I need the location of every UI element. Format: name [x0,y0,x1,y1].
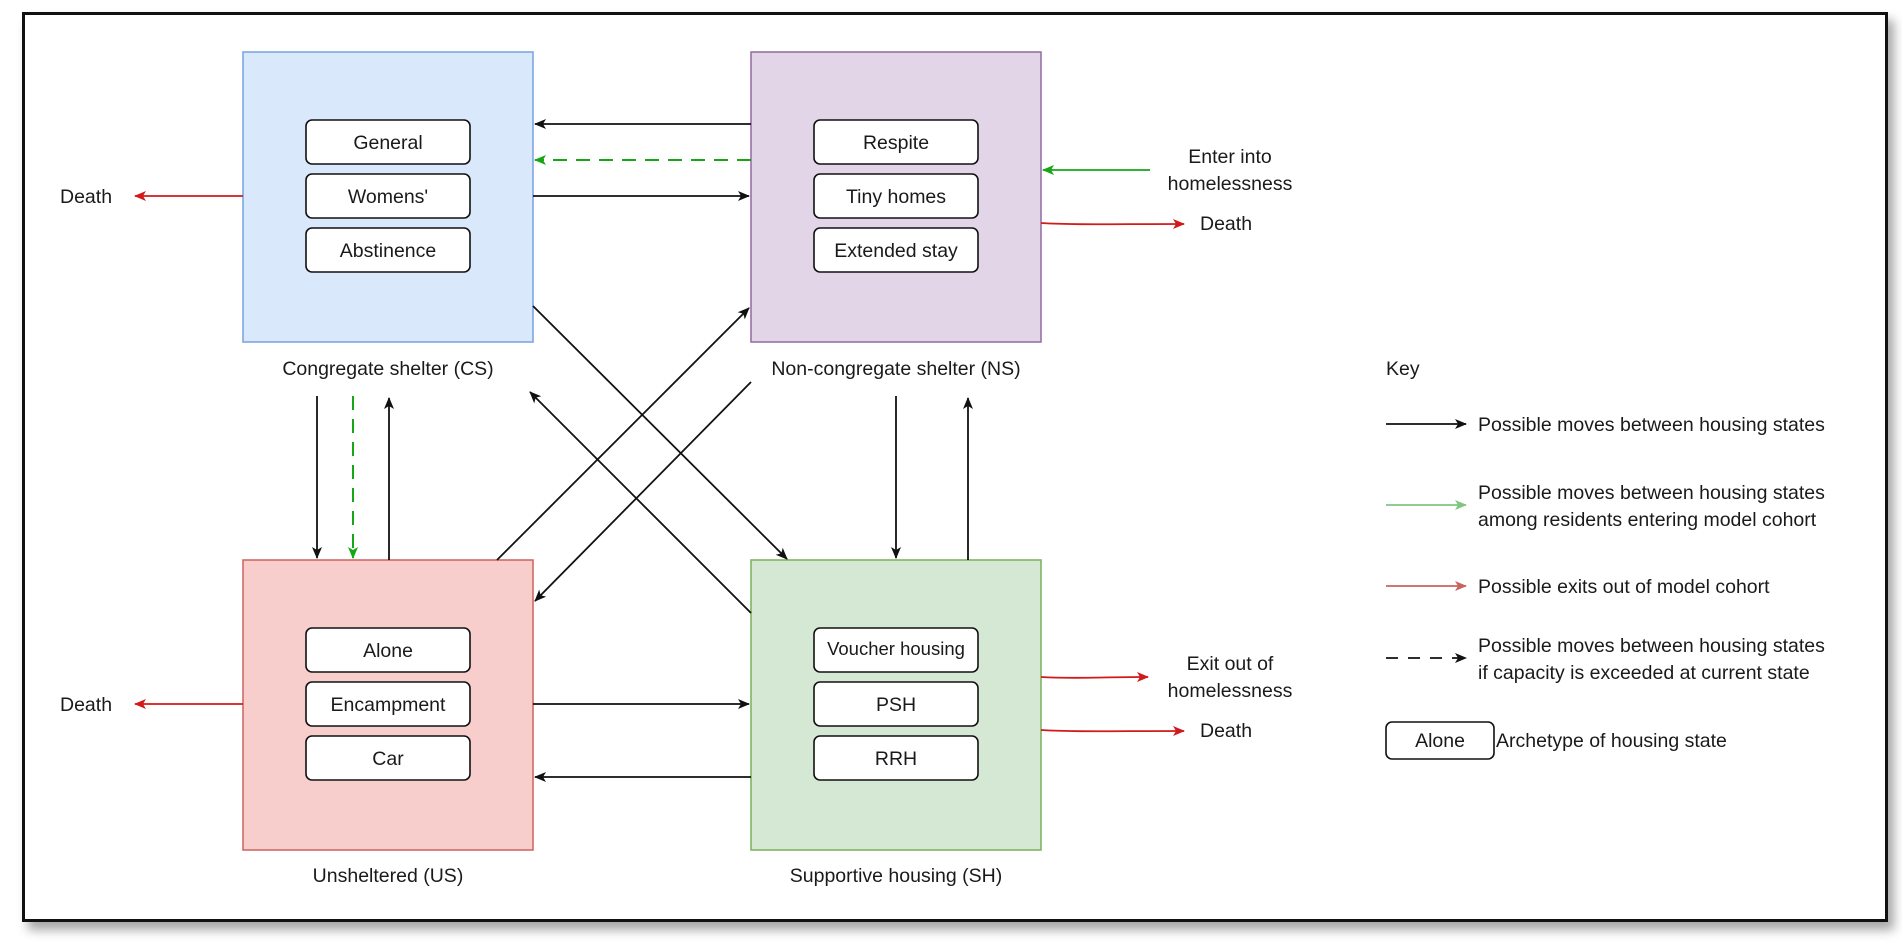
legend-label-red: Possible exits out of model cohort [1478,576,1770,598]
legend-archetype-label: Archetype of housing state [1496,730,1727,752]
arrow-ns-to-us [534,381,752,602]
arrow-cs-to-sh [532,305,788,560]
enter-homelessness-label: Enter into [1188,146,1272,168]
archetype-box [813,119,979,165]
death-label-ns: Death [1200,213,1252,235]
archetype-label: Voucher housing [827,638,965,659]
archetype-box [305,681,471,727]
archetype-label: Extended stay [834,240,958,262]
archetype-box [305,119,471,165]
archetype-box [813,681,979,727]
legend: Key Possible moves between housing state… [1385,358,1825,760]
death-label-cs: Death [60,186,112,208]
death-label-sh: Death [1200,720,1252,742]
arrow-sh-exit [1040,672,1149,683]
archetype-label: Abstinence [340,240,436,262]
archetype-box [813,627,979,673]
archetype-box [305,627,471,673]
arrow-ns-death [1040,219,1185,230]
external-flows [134,165,1185,737]
legend-label-green: Possible moves between housing states [1478,482,1825,504]
transition-arrows [312,119,973,782]
archetype-label: Alone [363,640,413,662]
archetype-label: RRH [875,748,917,770]
archetype-box [813,173,979,219]
archetype-label: Respite [863,132,929,154]
state-cs: General Womens' Abstinence Congregate sh… [242,51,534,380]
state-cs-label: Congregate shelter (CS) [282,358,493,380]
legend-label-black: Possible moves between housing states [1478,414,1825,436]
arrow-sh-death [1040,726,1185,737]
state-ns-label: Non-congregate shelter (NS) [771,358,1020,380]
death-label-us: Death [60,694,112,716]
archetype-box [813,227,979,273]
archetype-box [305,227,471,273]
legend-label-green-line2: among residents entering model cohort [1478,509,1817,531]
archetype-label: Tiny homes [846,186,946,208]
archetype-label: Encampment [331,694,446,716]
archetype-box [305,173,471,219]
state-ns: Respite Tiny homes Extended stay Non-con… [750,51,1042,380]
legend-archetype-sample: Alone [1415,730,1465,752]
exit-homelessness-label-line2: homelessness [1168,680,1293,702]
state-sh: Voucher housing PSH RRH Supportive housi… [750,559,1042,887]
legend-title: Key [1386,358,1420,380]
legend-label-dashed-line2: if capacity is exceeded at current state [1478,662,1810,684]
external-labels: Death Death Enter into homelessness Deat… [60,146,1293,742]
legend-label-dashed: Possible moves between housing states [1478,635,1825,657]
state-sh-label: Supportive housing (SH) [790,865,1002,887]
state-us: Alone Encampment Car Unsheltered (US) [242,559,534,887]
state-us-label: Unsheltered (US) [313,865,464,887]
enter-homelessness-label-line2: homelessness [1168,173,1293,195]
archetype-label: Car [372,748,404,770]
exit-homelessness-label: Exit out of [1187,653,1274,675]
legend-archetype-swatch [1385,721,1495,760]
archetype-box [305,735,471,781]
archetype-label: Womens' [348,186,428,208]
arrow-us-to-ns [496,307,750,561]
archetype-box [813,735,979,781]
archetype-label: General [353,132,422,154]
archetype-label: PSH [876,694,916,716]
arrow-sh-to-cs [529,391,752,614]
